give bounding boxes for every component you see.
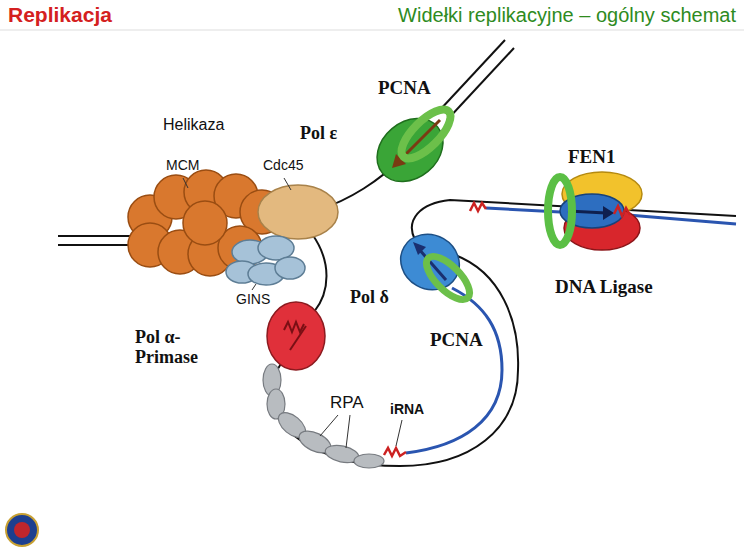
- protein-label: GINS: [236, 292, 270, 307]
- protein-label: Pol δ: [350, 288, 389, 308]
- strand-label: iRNA: [390, 402, 424, 417]
- protein-label: PCNA: [430, 330, 483, 351]
- protein-label: RPA: [330, 394, 364, 413]
- protein-label: Pol ε: [300, 124, 337, 144]
- protein-label: DNA Ligase: [555, 277, 653, 298]
- header-label: Replikacja: [8, 3, 112, 26]
- protein-label: MCM: [166, 158, 199, 173]
- protein-label: FEN1: [568, 147, 616, 168]
- protein-label: Pol α- Primase: [135, 328, 215, 368]
- protein-label: PCNA: [378, 78, 431, 99]
- page-title: Widełki replikacyjne – ogólny schemat: [398, 4, 736, 26]
- protein-label: Helikaza: [163, 116, 224, 134]
- protein-label: Cdc45: [263, 158, 303, 173]
